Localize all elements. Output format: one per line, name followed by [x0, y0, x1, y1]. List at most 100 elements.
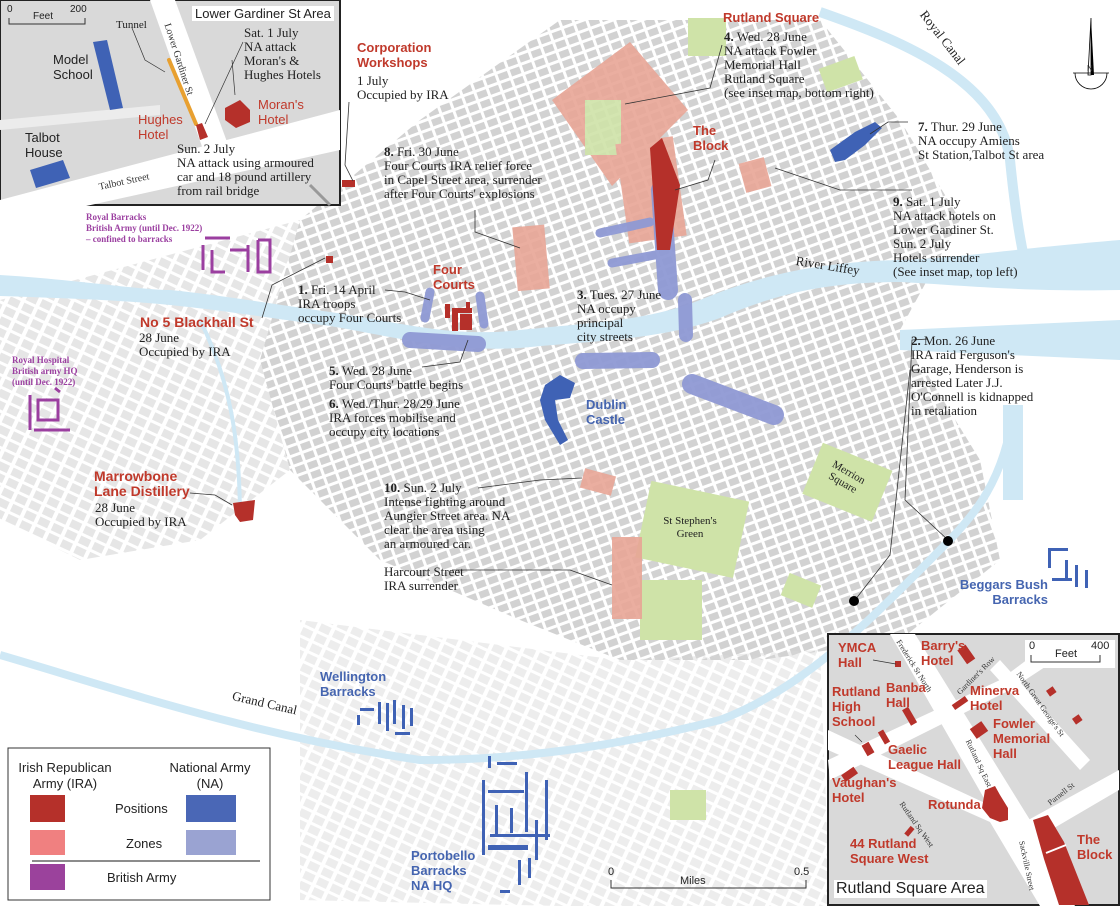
inset-rutland-scale-end: 400 [1091, 640, 1110, 652]
dublin-castle-label: Dublin Castle [586, 397, 627, 427]
rutland-high-school-label: Rutland High School [832, 684, 881, 729]
barrys-hotel-label: Barry's Hotel [921, 638, 966, 668]
inset-gardiner-title: Lower Gardiner St Area [192, 6, 334, 21]
inset-gardiner-note-sat: Sat. 1 July NA attack Moran's & Hughes H… [244, 25, 321, 82]
gaelic-league-hall-label: Gaelic League Hall [888, 742, 961, 772]
river-liffey [0, 240, 1120, 349]
wellington-barracks-label: Wellington Barracks [320, 669, 387, 699]
beggars-bush-label: Beggars Bush Barracks [959, 577, 1048, 607]
parks [635, 18, 893, 820]
park [688, 18, 726, 56]
british-positions [28, 236, 272, 432]
legend-british-label: British Army [107, 870, 177, 885]
event-10: 10. Sun. 2 July Intense fighting around … [384, 480, 511, 551]
na-positions [357, 122, 1088, 893]
legend-ira-header: Irish Republican Army (IRA) [18, 760, 112, 791]
the-block-label: The Block [693, 123, 729, 153]
inset-gardiner-map [0, 0, 341, 225]
zone-westmoreland-st [678, 293, 693, 342]
hughes-hotel-building [196, 123, 208, 140]
north-arrow-icon [1073, 17, 1109, 90]
legend-ira-positions-swatch [30, 795, 65, 822]
inset-gardiner-note-sun: Sun. 2 July NA attack using armoured car… [177, 141, 314, 198]
blackhall-st-note: 28 June Occupied by IRA [139, 330, 231, 359]
zone-four-courts-east [475, 291, 489, 329]
event-8: 8. Fri. 30 June Four Courts IRA relief f… [384, 144, 542, 201]
south-blocks [300, 620, 830, 906]
north-label: N [1087, 64, 1093, 73]
rutland-square-park [585, 100, 621, 155]
blackhall-st-building [326, 256, 333, 263]
the-block-inset-label: The Block [1077, 832, 1113, 862]
tunnel-line [167, 58, 198, 126]
beggars-bush-barracks [1048, 548, 1088, 588]
inset-rutland-map [827, 633, 1120, 906]
event-9: 9. Sat. 1 July NA attack hotels on Lower… [893, 194, 1018, 279]
dublin-castle [540, 375, 575, 445]
morans-hotel-building [225, 100, 250, 128]
event-6: 6. Wed./Thur. 28/29 June IRA forces mobi… [329, 396, 460, 439]
model-school-label: Model School [53, 52, 93, 82]
44-rutland-square-west-label: 44 Rutland Square West [850, 836, 929, 866]
inset-rutland-scale-unit: Feet [1055, 648, 1078, 660]
scale-bar [610, 880, 807, 889]
oconnell-kidnap-marker [849, 596, 859, 606]
legend-na-header: National Army (NA) [169, 760, 251, 791]
city-blocks [260, 20, 1000, 660]
canal-basin [1003, 405, 1023, 500]
inset-rutland-scale-start: 0 [1029, 640, 1036, 652]
scale-start: 0 [608, 866, 615, 878]
marrowbone-distillery-building [233, 500, 255, 522]
harcourt-st-note: Harcourt Street IRA surrender [384, 564, 464, 593]
event-3: 3. Tues. 27 June NA occupy principal cit… [577, 287, 662, 344]
stephens-green-park [635, 480, 750, 578]
park [780, 572, 822, 608]
event-1: 1. Fri. 14 April IRA troops occupy Four … [298, 282, 402, 325]
vaughans-hotel-label: Vaughan's Hotel [832, 775, 897, 805]
event-7: 7. Thur. 29 June NA occupy Amiens St Sta… [918, 119, 1045, 162]
fowler-memorial-hall-label: Fowler Memorial Hall [993, 716, 1051, 761]
inset-gardiner-scale-start: 0 [7, 4, 13, 15]
scale-unit: Miles [680, 875, 706, 887]
portobello-barracks-label: Portobello Barracks NA HQ [411, 848, 476, 893]
camac-river [198, 319, 242, 521]
the-block-building [650, 138, 680, 250]
legend-na-positions-swatch [186, 795, 236, 822]
legend [7, 747, 271, 901]
legend-ira-zones-swatch [30, 830, 65, 855]
zone-gardiner-st [738, 157, 772, 193]
callout-lines [189, 44, 949, 601]
portobello-barracks [482, 756, 550, 893]
royal-barracks [201, 236, 272, 274]
blackhall-st-label: No 5 Blackhall St [140, 314, 254, 330]
merrion-square-park [802, 442, 893, 522]
zone-aungier-st [579, 468, 617, 496]
four-courts-label: Four Courts [433, 262, 475, 292]
inset-gardiner-scale-end: 200 [70, 4, 87, 15]
marrowbone-label: Marrowbone Lane Distillery [94, 468, 190, 499]
amiens-st-station [830, 122, 882, 162]
inset-rutland-title: Rutland Square Area [834, 880, 987, 898]
ymca-hall-label: YMCA Hall [838, 640, 877, 670]
zone-capel-st [512, 224, 550, 292]
talbot-house-label: Talbot House [25, 130, 63, 160]
royal-barracks-label: Royal Barracks British Army (until Dec. … [86, 212, 203, 244]
model-school-building [93, 40, 123, 110]
ferguson-garage-marker [943, 536, 953, 546]
legend-positions-label: Positions [115, 801, 168, 816]
ira-positions [233, 138, 680, 522]
rotunda-label: Rotunda [928, 797, 981, 812]
four-courts-building [445, 302, 472, 331]
royal-hospital [28, 386, 70, 432]
rutland-square-label: Rutland Square [723, 10, 820, 25]
hughes-hotel-label: Hughes Hotel [138, 112, 183, 142]
wellington-barracks [357, 700, 413, 735]
iveagh-gardens [640, 580, 702, 640]
royal-hospital-label: Royal Hospital British army HQ (until De… [12, 355, 78, 387]
zone-harcourt-st [612, 537, 642, 619]
marrowbone-note: 28 June Occupied by IRA [95, 500, 187, 529]
legend-na-zones-swatch [186, 830, 236, 855]
event-4: 4. Wed. 28 June NA attack Fowler Memoria… [724, 29, 874, 100]
inset-gardiner-scale-unit: Feet [33, 11, 54, 22]
